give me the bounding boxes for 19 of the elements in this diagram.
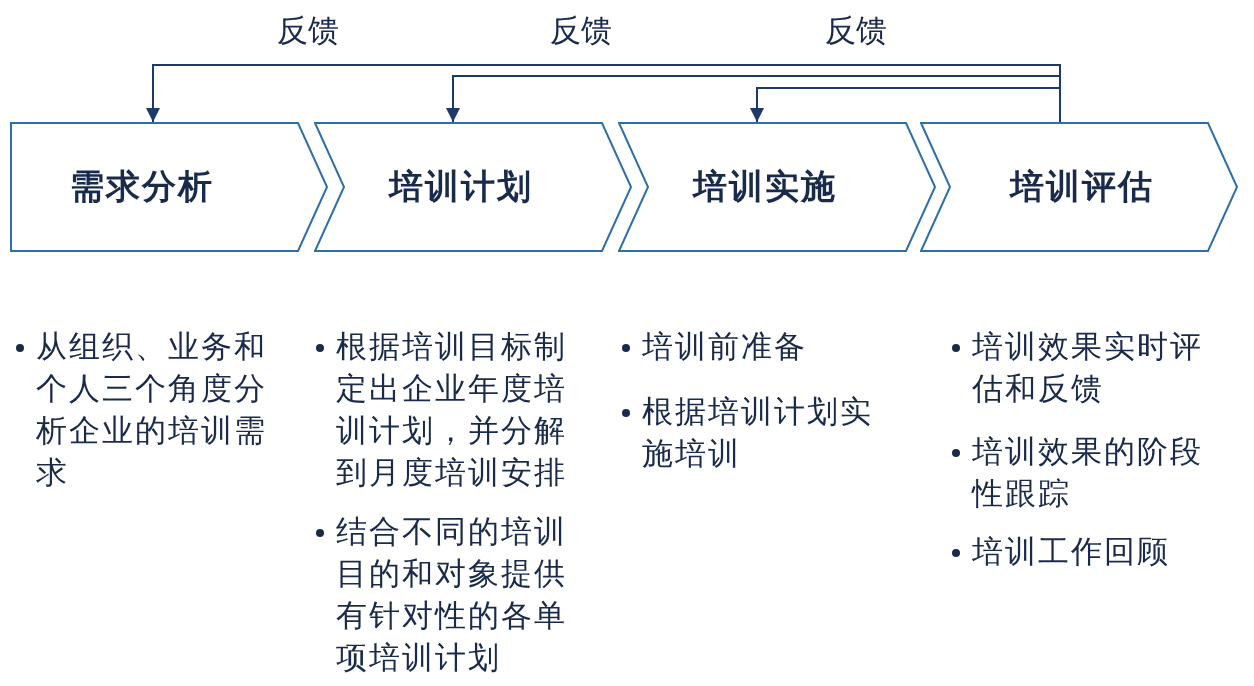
bullet-text: 培训工作回顾 <box>972 532 1171 571</box>
bullet-text: 结合不同的培训目的和对象提供有针对性的各单项培训计划 <box>336 512 568 677</box>
feedback-arrow <box>446 75 1061 123</box>
bullet-text: 从组织、业务和个人三个角度分析企业的培训需求 <box>36 327 268 492</box>
step-title: 需求分析 <box>70 165 214 208</box>
chevron-step <box>618 122 936 252</box>
step-title: 培训评估 <box>1010 165 1154 208</box>
bullet-text: 根据培训计划实施培训 <box>642 392 874 473</box>
bullet-text: 培训效果实时评估和反馈 <box>972 327 1204 408</box>
chevron-step <box>920 122 1238 252</box>
step-title: 培训实施 <box>693 165 837 208</box>
bullet-text: 培训前准备 <box>642 327 808 366</box>
chevron-step <box>314 122 632 252</box>
bullet-text: 培训效果的阶段性跟踪 <box>972 432 1204 513</box>
bullet-text: 根据培训目标制定出企业年度培训计划，并分解到月度培训安排 <box>336 327 568 492</box>
feedback-arrow <box>750 87 1061 123</box>
step-title: 培训计划 <box>389 165 533 208</box>
feedback-arrow <box>146 64 1061 123</box>
chevron-step <box>10 122 328 252</box>
